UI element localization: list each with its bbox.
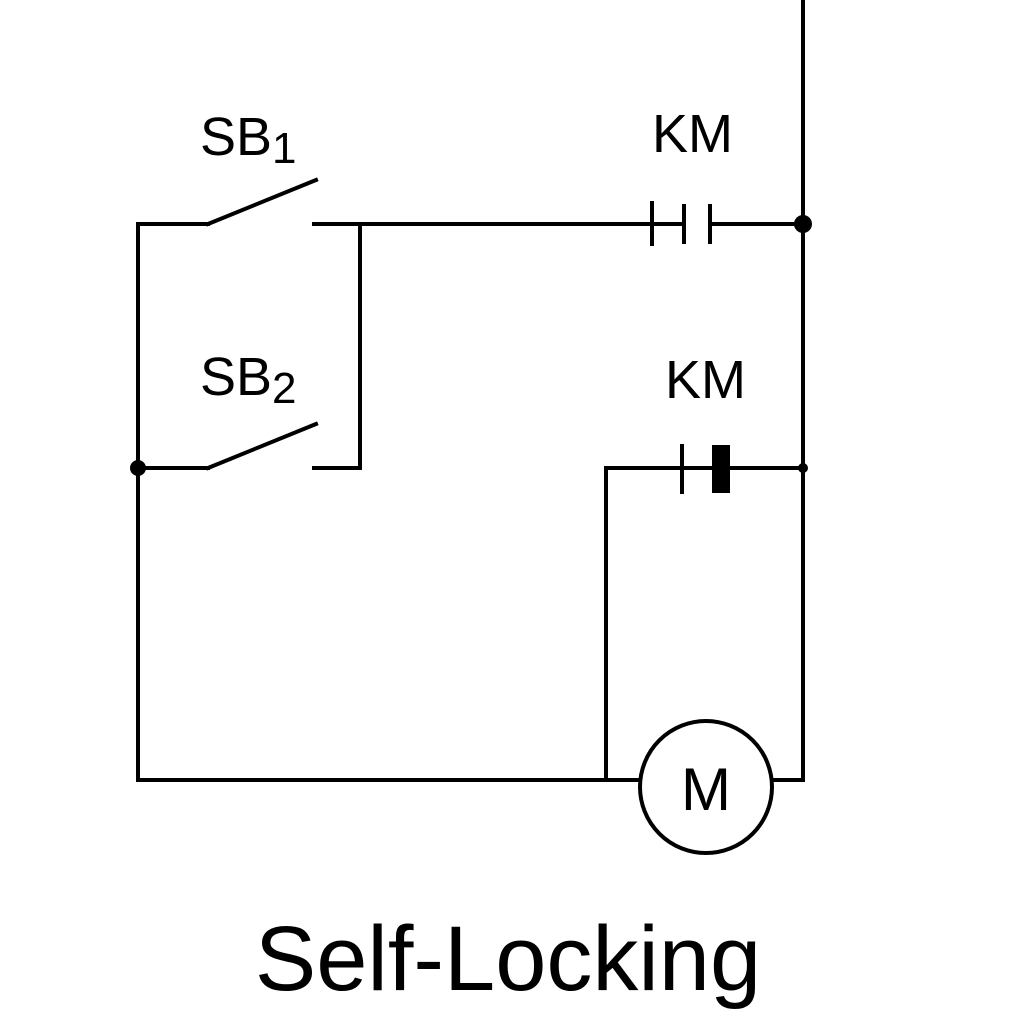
motor-icon: [638, 719, 774, 855]
km-top-label: KM: [652, 104, 733, 164]
km-bottom-contact: [604, 444, 805, 782]
sb1-switch: [136, 177, 652, 227]
junction-dot: [794, 215, 812, 233]
diagram-title: Self-Locking: [255, 908, 761, 1010]
km-top-contact: [650, 201, 805, 246]
sb2-switch: [136, 222, 362, 471]
km-bottom-label: KM: [665, 350, 746, 410]
motor-label: M: [681, 756, 731, 823]
sb1-label: SB1: [200, 107, 297, 173]
sb2-label: SB2: [200, 347, 297, 413]
junction-dot: [798, 463, 808, 473]
junction-dot: [130, 460, 146, 476]
